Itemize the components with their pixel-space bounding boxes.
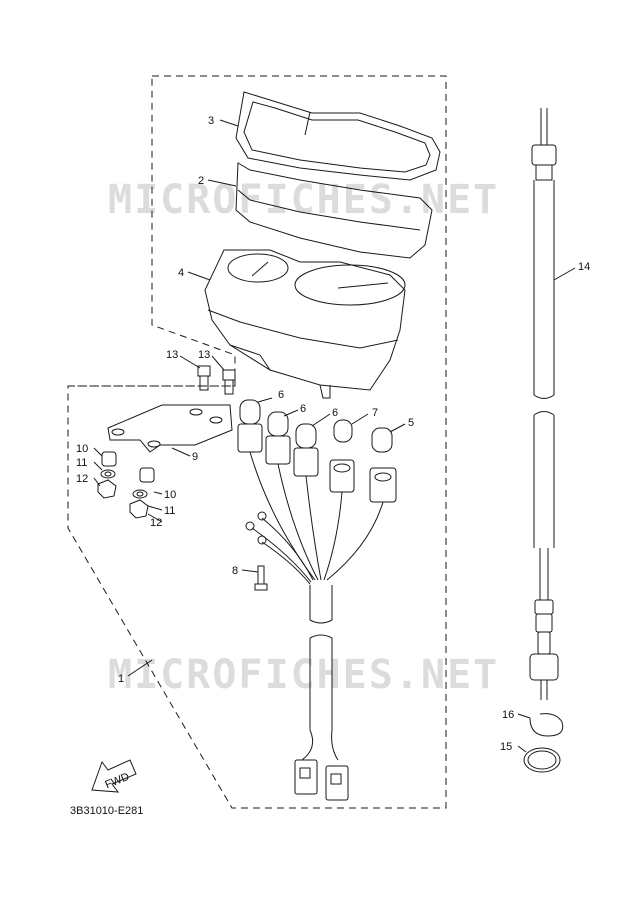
meter-band-part bbox=[235, 162, 433, 259]
callout-7: 7 bbox=[372, 407, 378, 419]
callout-2: 2 bbox=[198, 175, 204, 187]
callout-8: 8 bbox=[232, 565, 238, 577]
grommet-right bbox=[139, 467, 155, 483]
nut-right bbox=[129, 499, 149, 519]
bulb-7 bbox=[333, 419, 353, 443]
bulb-5 bbox=[371, 427, 393, 453]
callout-6-b: 6 bbox=[300, 403, 306, 415]
callout-12-right: 12 bbox=[150, 517, 162, 529]
callout-13-right: 13 bbox=[198, 349, 210, 361]
diagram-code: 3B31010-E281 bbox=[70, 805, 143, 817]
callout-5: 5 bbox=[408, 417, 414, 429]
speedometer-cable-part bbox=[529, 108, 559, 700]
fwd-label: FWD bbox=[103, 771, 131, 792]
callout-1: 1 bbox=[118, 673, 124, 685]
o-ring-15 bbox=[523, 747, 561, 773]
leader-lines bbox=[93, 119, 576, 753]
meter-body-part bbox=[204, 249, 406, 399]
callout-13-left: 13 bbox=[166, 349, 178, 361]
bulb-socket-1 bbox=[237, 399, 263, 453]
socket-7 bbox=[329, 459, 355, 493]
callout-11-left: 11 bbox=[76, 457, 87, 469]
screw-8 bbox=[254, 565, 268, 591]
nut-left bbox=[97, 479, 117, 499]
grommet-left bbox=[101, 451, 117, 467]
callout-15: 15 bbox=[500, 741, 512, 753]
bracket-part bbox=[107, 404, 233, 453]
callout-12-left: 12 bbox=[76, 473, 88, 485]
ring-terminal-1 bbox=[257, 511, 267, 521]
assembly-boundary-upper bbox=[67, 75, 447, 809]
ring-terminal-3 bbox=[257, 535, 267, 545]
watermark-top: MICROFICHES.NET bbox=[108, 177, 499, 223]
clip-16 bbox=[529, 713, 564, 737]
bulb-socket-3 bbox=[293, 423, 319, 477]
wire-sheath bbox=[301, 585, 339, 761]
callout-9: 9 bbox=[192, 451, 198, 463]
connector-left bbox=[294, 759, 318, 795]
connector-right bbox=[325, 765, 349, 801]
callout-3: 3 bbox=[208, 115, 214, 127]
bulb-socket-2 bbox=[265, 411, 291, 465]
callout-10-right: 10 bbox=[164, 489, 176, 501]
bolt-13-right bbox=[222, 369, 236, 395]
callout-6-c: 6 bbox=[332, 407, 338, 419]
callout-10-left: 10 bbox=[76, 443, 88, 455]
washer-left bbox=[100, 469, 116, 479]
washer-right bbox=[132, 489, 148, 499]
callout-11-right: 11 bbox=[164, 505, 175, 517]
fwd-arrow-icon bbox=[91, 759, 137, 793]
callout-16: 16 bbox=[502, 709, 514, 721]
callout-6-a: 6 bbox=[278, 389, 284, 401]
meter-cover-part bbox=[235, 91, 441, 181]
socket-5 bbox=[369, 467, 397, 503]
callout-14: 14 bbox=[578, 261, 590, 273]
bolt-13-left bbox=[197, 365, 211, 391]
wire-harness bbox=[249, 451, 384, 585]
callout-4: 4 bbox=[178, 267, 184, 279]
watermark-bottom: MICROFICHES.NET bbox=[108, 652, 499, 698]
ring-terminal-2 bbox=[245, 521, 255, 531]
